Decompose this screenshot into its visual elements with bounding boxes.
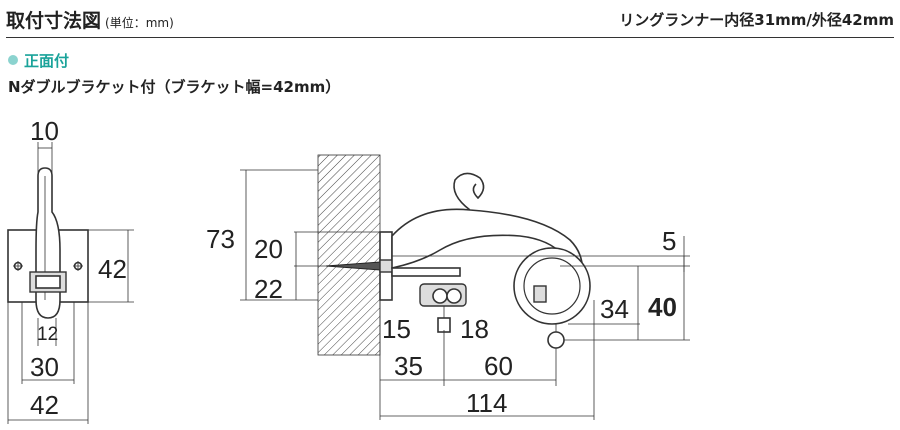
dim-34: 34 [600, 294, 629, 324]
unit-label: (単位：mm) [105, 16, 174, 30]
section-heading: 正面付 [8, 50, 69, 71]
header-divider [6, 37, 894, 38]
dim-73: 73 [206, 224, 235, 254]
side-view: 73 20 22 5 34 40 15 18 35 60 114 [206, 154, 690, 420]
hook-ring [547, 331, 565, 349]
dim-5: 5 [662, 226, 676, 256]
dim-18: 18 [460, 314, 489, 344]
dim-front-42-width: 42 [30, 390, 59, 420]
section-subtitle: Nダブルブラケット付（ブラケット幅=42mm） [8, 78, 341, 96]
header: 取付寸法図(単位：mm) リングランナー内径31mm/外径42mm [0, 0, 900, 38]
dim-20: 20 [254, 234, 283, 264]
section-label: 正面付 [24, 52, 70, 70]
page-title: 取付寸法図(単位：mm) [6, 10, 174, 32]
dim-60: 60 [484, 351, 513, 381]
dim-front-42-height: 42 [98, 254, 127, 284]
dim-front-12: 12 [37, 324, 58, 345]
bracket-curl [453, 172, 485, 211]
rail [391, 267, 461, 277]
dim-front-30: 30 [30, 352, 59, 382]
dim-35: 35 [394, 351, 423, 381]
dim-114: 114 [466, 388, 507, 418]
wall [317, 154, 381, 356]
dim-15: 15 [382, 314, 411, 344]
front-bracket-arm [35, 167, 61, 319]
runner-spec: リングランナー内径31mm/外径42mm [619, 11, 894, 29]
dim-22: 22 [254, 274, 283, 304]
dim-40: 40 [648, 292, 677, 322]
front-view: 10 42 12 30 42 [7, 116, 134, 424]
dim-front-10: 10 [30, 116, 59, 146]
bullet-icon [8, 55, 18, 65]
